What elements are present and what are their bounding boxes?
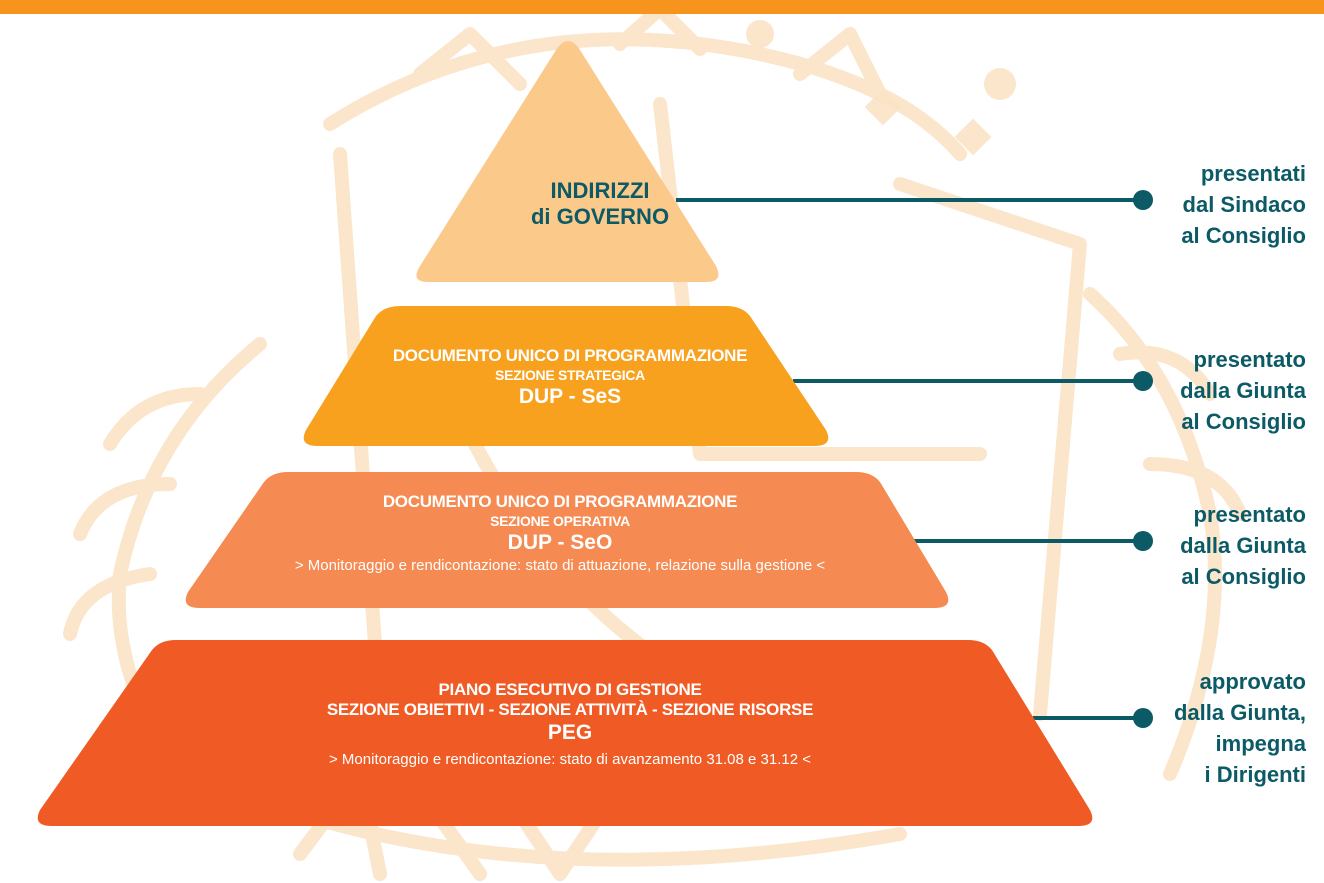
tier-4-acronym: PEG (547, 721, 593, 744)
annotation-line: presentato (1193, 347, 1306, 372)
tier-3-title: DOCUMENTO UNICO DI PROGRAMMAZIONE (382, 492, 738, 511)
annotation-line: al Consiglio (1181, 564, 1306, 589)
annotation-line: dal Sindaco (1182, 192, 1306, 217)
connector-dot-1 (1133, 190, 1153, 210)
annotation-line: al Consiglio (1181, 223, 1306, 248)
tier-1-label: INDIRIZZI di GOVERNO (500, 178, 700, 230)
tier-2-trapezoid (303, 306, 829, 446)
tier-4-annotation: approvato dalla Giunta, impegna i Dirige… (1174, 666, 1306, 790)
tier-2-label: DOCUMENTO UNICO DI PROGRAMMAZIONE SEZION… (320, 346, 820, 410)
tier-2-annotation: presentato dalla Giunta al Consiglio (1180, 344, 1306, 437)
annotation-line: approvato (1199, 669, 1306, 694)
tier-2-title: DOCUMENTO UNICO DI PROGRAMMAZIONE (392, 346, 748, 365)
annotation-line: dalla Giunta (1180, 378, 1306, 403)
tier-3-acronym: DUP - SeO (507, 531, 613, 554)
tier-1-title-line2: di GOVERNO (530, 204, 670, 229)
tier-2-acronym: DUP - SeS (518, 385, 622, 408)
annotation-line: dalla Giunta, (1173, 700, 1306, 725)
tier-3-annotation: presentato dalla Giunta al Consiglio (1180, 499, 1306, 592)
top-accent-bar (0, 0, 1324, 14)
tier-4-trapezoid (37, 640, 1093, 826)
annotation-line: presentato (1193, 502, 1306, 527)
connector-dot-2 (1133, 371, 1153, 391)
tier-2-subtitle: SEZIONE STRATEGICA (495, 367, 645, 383)
tier-3-label: DOCUMENTO UNICO DI PROGRAMMAZIONE SEZION… (170, 492, 950, 576)
tier-4-title: PIANO ESECUTIVO DI GESTIONE (438, 680, 702, 699)
tier-4-label: PIANO ESECUTIVO DI GESTIONE SEZIONE OBIE… (60, 680, 1080, 770)
tier-4-subtitle: SEZIONE OBIETTIVI - SEZIONE ATTIVITÀ - S… (326, 700, 814, 719)
connector-dot-4 (1133, 708, 1153, 728)
tier-1-triangle (416, 41, 719, 282)
annotation-line: al Consiglio (1181, 409, 1306, 434)
tier-3-subtitle: SEZIONE OPERATIVA (490, 513, 630, 529)
tier-1-title-line1: INDIRIZZI (550, 178, 650, 203)
tier-4-note: > Monitoraggio e rendicontazione: stato … (329, 751, 811, 768)
connector-dot-3 (1133, 531, 1153, 551)
annotation-line: presentati (1200, 161, 1306, 186)
annotation-line: i Dirigenti (1204, 762, 1306, 787)
annotation-line: dalla Giunta (1180, 533, 1306, 558)
tier-3-trapezoid (185, 472, 949, 608)
tier-3-note: > Monitoraggio e rendicontazione: stato … (294, 557, 826, 574)
annotation-line: impegna (1215, 731, 1306, 756)
tier-1-annotation: presentati dal Sindaco al Consiglio (1181, 158, 1306, 251)
